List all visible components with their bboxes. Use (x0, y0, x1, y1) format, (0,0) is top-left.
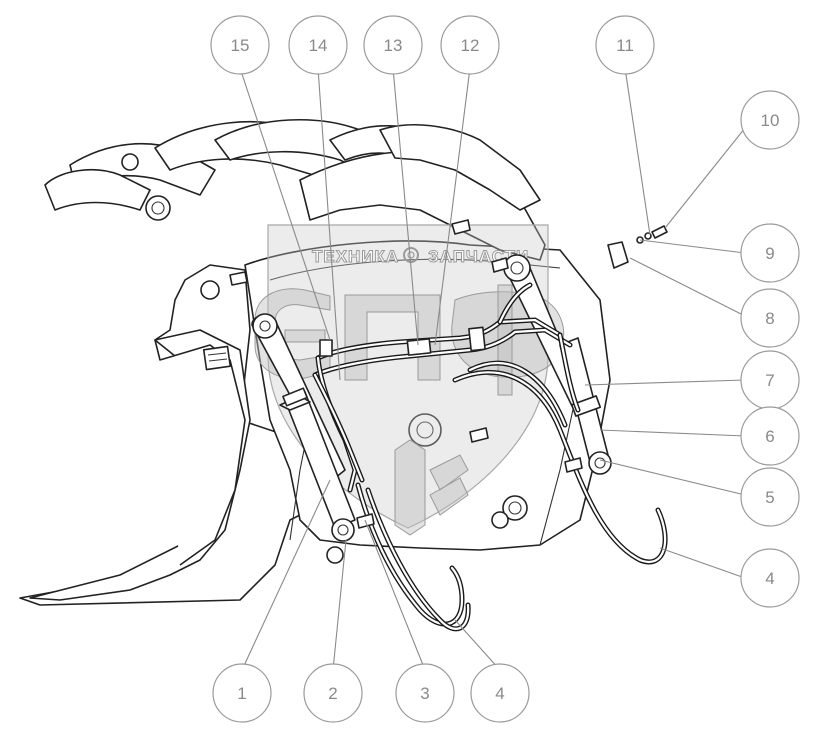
callout-12: 12 (440, 15, 500, 75)
callout-label-13: 13 (384, 36, 403, 55)
callout-5: 5 (740, 467, 800, 527)
callout-14: 14 (288, 15, 348, 75)
callout-label-7: 7 (765, 371, 774, 390)
hydraulic-pipes (312, 282, 581, 493)
callout-9: 9 (740, 223, 800, 283)
callout-1: 1 (212, 663, 272, 723)
callout-label-4-right: 4 (765, 569, 774, 588)
callout-label-14: 14 (309, 36, 328, 55)
callout-11: 11 (595, 15, 655, 75)
callout-2: 2 (303, 663, 363, 723)
flexible-hoses (355, 360, 668, 632)
callout-label-9: 9 (765, 244, 774, 263)
callout-3: 3 (395, 663, 455, 723)
callout-label-8: 8 (765, 309, 774, 328)
callout-8: 8 (740, 288, 800, 348)
callout-15: 15 (210, 15, 270, 75)
callout-label-15: 15 (231, 36, 250, 55)
callout-label-4-bottom: 4 (495, 684, 504, 703)
callouts: 15 14 13 12 11 10 9 8 (210, 15, 800, 723)
callout-label-10: 10 (761, 111, 780, 130)
callout-7: 7 (740, 350, 800, 410)
callout-label-3: 3 (420, 684, 429, 703)
callout-label-11: 11 (616, 36, 634, 55)
callout-10: 10 (740, 90, 800, 150)
callout-label-2: 2 (328, 684, 337, 703)
callout-4-bottom: 4 (470, 663, 530, 723)
fittings (229, 219, 668, 529)
grapple-body (19, 118, 611, 606)
callout-label-6: 6 (765, 427, 774, 446)
left-hydraulic-cylinder (251, 313, 356, 542)
leader-lines (239, 67, 746, 671)
callout-6: 6 (740, 406, 800, 466)
callout-label-5: 5 (765, 488, 774, 507)
callout-4-right: 4 (740, 548, 800, 608)
callout-label-12: 12 (461, 36, 480, 55)
watermark-left-text: ТЕХНИКА (312, 247, 399, 266)
callout-label-1: 1 (237, 684, 246, 703)
callout-13: 13 (363, 15, 423, 75)
